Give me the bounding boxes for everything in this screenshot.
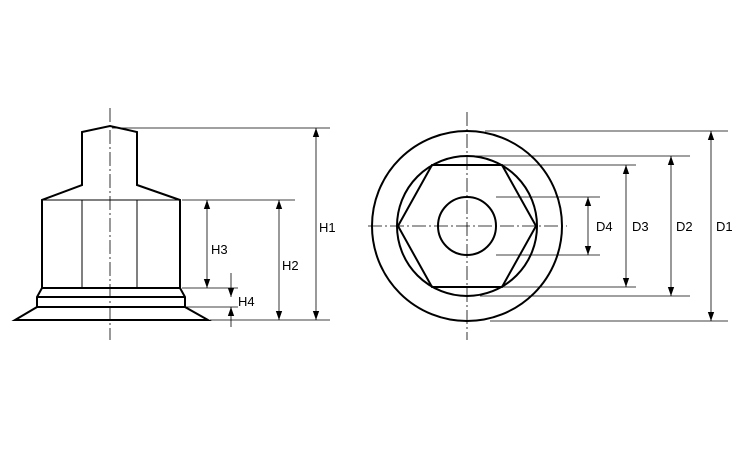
label-d3: D3 — [632, 219, 649, 234]
top-view: D4 D3 D2 D1 — [368, 112, 733, 340]
label-d2: D2 — [676, 219, 693, 234]
label-h1: H1 — [319, 220, 336, 235]
label-d1: D1 — [716, 219, 733, 234]
cap-outline — [11, 124, 212, 321]
label-h4: H4 — [238, 294, 255, 309]
inner-hole — [437, 196, 497, 256]
outer-circle — [371, 130, 563, 322]
label-h2: H2 — [282, 258, 299, 273]
side-view: H1 H2 H3 H4 — [11, 108, 336, 340]
label-h3: H3 — [211, 242, 228, 257]
label-d4: D4 — [596, 219, 613, 234]
